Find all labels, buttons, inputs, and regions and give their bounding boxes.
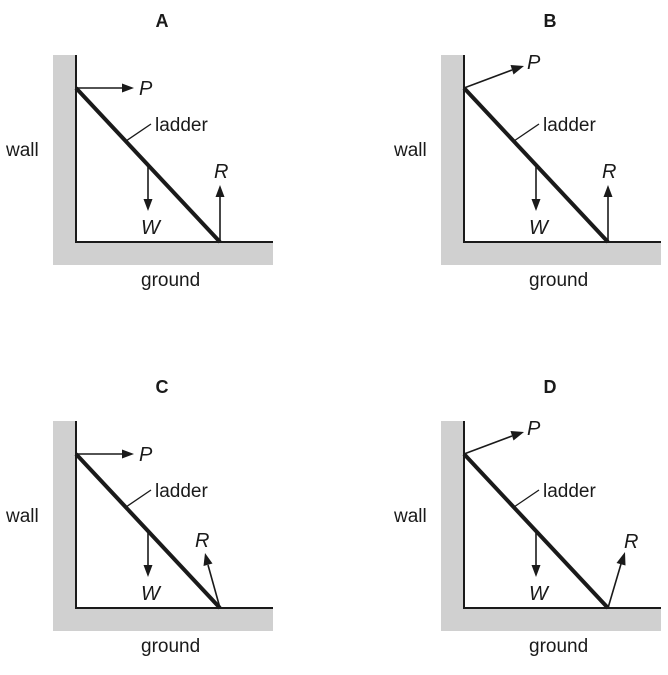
force-w-arrow [143,531,153,577]
wall-ground-edge [75,421,273,609]
force-p-label: P [139,444,153,466]
force-r-label: R [602,161,616,183]
panel-b: B ladder P W R wall ground [393,11,661,291]
force-w-label: W [529,217,550,239]
force-p-label: P [527,418,541,440]
force-p-label: P [527,52,541,74]
force-r-arrow [607,552,626,609]
ladder-leader-line [125,489,152,508]
wall-surface [441,55,464,265]
wall-ground-edge [463,421,661,609]
ladder-label: ladder [155,115,208,136]
panel-c: C ladder P W R wall ground [5,377,273,657]
ladder-leader-line [513,489,540,508]
force-p-label: P [139,78,153,100]
force-r-arrow [603,185,613,242]
wall-surface [53,55,76,265]
ground-label: ground [529,270,588,291]
force-w-label: W [529,583,550,605]
ladder-leader-line [513,123,540,142]
force-r-arrow [203,553,221,609]
ground-label: ground [141,270,200,291]
force-w-arrow [531,165,541,211]
ladder-label: ladder [543,481,596,502]
ground-surface [53,242,273,265]
force-r-label: R [195,530,209,552]
ground-surface [441,608,661,631]
option-letter: B [544,11,557,31]
panel-d: D ladder P W R wall ground [393,377,661,657]
option-letter: A [156,11,169,31]
wall-ground-edge [463,55,661,243]
wall-surface [441,421,464,631]
wall-label: wall [5,506,39,527]
force-w-label: W [141,217,162,239]
ground-surface [53,608,273,631]
wall-label: wall [5,140,39,161]
wall-ground-edge [75,55,273,243]
force-p-arrow [76,83,134,93]
force-r-label: R [624,531,638,553]
wall-surface [53,421,76,631]
ladder-label: ladder [155,481,208,502]
force-p-arrow [76,449,134,459]
ladder-label: ladder [543,115,596,136]
panel-a: A ladder P W R wall ground [5,11,273,291]
ground-label: ground [141,636,200,657]
option-letter: D [544,377,557,397]
force-r-label: R [214,161,228,183]
force-w-arrow [143,165,153,211]
force-w-label: W [141,583,162,605]
ground-label: ground [529,636,588,657]
ladder-leader-line [125,123,152,142]
wall-label: wall [393,140,427,161]
option-letter: C [156,377,169,397]
ground-surface [441,242,661,265]
wall-label: wall [393,506,427,527]
force-p-arrow [463,65,524,89]
force-p-arrow [463,431,524,455]
force-r-arrow [215,185,225,242]
force-w-arrow [531,531,541,577]
